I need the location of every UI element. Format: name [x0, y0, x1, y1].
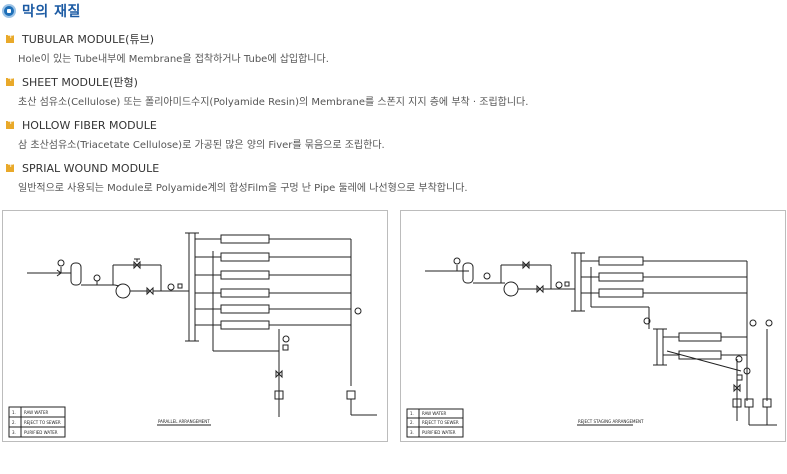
module-name: TUBULAR MODULE(튜브) — [22, 33, 154, 46]
module-name: SHEET MODULE(판형) — [22, 76, 138, 89]
module-item-sheet: SHEET MODULE(판형) 초산 섬유소(Cellulose) 또는 폴리… — [6, 74, 529, 108]
module-description: 일반적으로 사용되는 Module로 Polyamide계의 합성Film을 구… — [18, 183, 468, 194]
diagram-caption: PARALLEL ARRANGEMENT — [158, 419, 210, 424]
legend-label: RAW WATER — [422, 411, 446, 416]
plus-bullet-icon — [6, 74, 15, 86]
legend-num: 3. — [12, 430, 16, 435]
module-name: SPRIAL WOUND MODULE — [22, 161, 160, 175]
legend-label: RAW WATER — [24, 410, 48, 415]
reject-staging-diagram: 1. RAW WATER 2. REJECT TO SEWER 3. PURIF… — [400, 210, 786, 442]
pid-drawing: 1. RAW WATER 2. REJECT TO SEWER 3. PURIF… — [406, 252, 777, 438]
legend-label: REJECT TO SEWER — [422, 420, 459, 425]
legend-num: 1. — [410, 411, 414, 416]
section-header: 막의 재질 — [2, 1, 81, 21]
module-name: HOLLOW FIBER MODULE — [22, 118, 157, 132]
diagram-caption: REJECT STAGING ARRANGEMENT — [578, 419, 644, 424]
legend-label: REJECT TO SEWER — [24, 420, 61, 425]
legend-label: PURIFIED WATER — [24, 430, 58, 435]
plus-bullet-icon — [6, 117, 15, 129]
parallel-arrangement-diagram: 1. RAW WATER 2. REJECT TO SEWER 3. PURIF… — [2, 210, 388, 442]
legend-label: PURIFIED WATER — [422, 430, 456, 435]
module-description: Hole이 있는 Tube내부에 Membrane을 접착하거나 Tube에 삽… — [18, 54, 329, 65]
legend-num: 3. — [410, 430, 414, 435]
legend-num: 2. — [12, 420, 16, 425]
section-title: 막의 재질 — [22, 4, 81, 20]
module-item-hollow-fiber: HOLLOW FIBER MODULE 삼 초산섬유소(Triacetate C… — [6, 117, 385, 151]
pid-drawing: 1. RAW WATER 2. REJECT TO SEWER 3. PURIF… — [8, 232, 377, 438]
legend-num: 2. — [410, 420, 414, 425]
module-item-tubular: TUBULAR MODULE(튜브) Hole이 있는 Tube내부에 Memb… — [6, 31, 329, 65]
legend-num: 1. — [12, 410, 16, 415]
plus-bullet-icon — [6, 160, 15, 172]
module-item-spiral-wound: SPRIAL WOUND MODULE 일반적으로 사용되는 Module로 P… — [6, 160, 468, 194]
section-icon — [2, 4, 16, 18]
module-description: 삼 초산섬유소(Triacetate Cellulose)로 가공된 많은 양의… — [18, 140, 385, 151]
plus-bullet-icon — [6, 31, 15, 43]
module-description: 초산 섬유소(Cellulose) 또는 폴리아미드수지(Polyamide R… — [18, 97, 529, 108]
